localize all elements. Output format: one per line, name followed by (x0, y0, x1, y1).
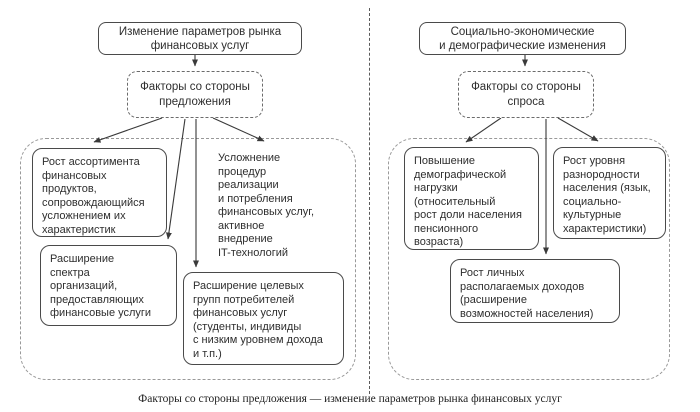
left-factor-box: Факторы со стороны предложения (127, 71, 263, 118)
demand-factors-container (388, 138, 670, 380)
figure-caption: Факторы со стороны предложения — изменен… (138, 393, 562, 405)
divider-line (369, 8, 370, 394)
right-root-box: Социально-экономические и демографически… (419, 22, 626, 55)
supply-item-target-groups: Расширение целевых групп потребителей фи… (183, 272, 344, 365)
demand-item-demographic-load: Повышение демографической нагрузки (отно… (404, 147, 539, 250)
left-root-box: Изменение параметров рынка финансовых ус… (98, 22, 302, 55)
supply-item-spectrum: Расширение спектра организаций, предоста… (40, 245, 177, 326)
right-factor-box: Факторы со стороны спроса (458, 71, 594, 118)
demand-item-income: Рост личных располагаемых доходов (расши… (450, 259, 620, 323)
supply-item-assortment: Рост ассортимента финансовых продуктов, … (32, 148, 167, 237)
supply-factors-container (20, 138, 356, 380)
demand-item-heterogeneity: Рост уровня разнородности населения (язы… (553, 147, 666, 239)
supply-item-complexity: Усложнение процедур реализации и потребл… (218, 152, 315, 259)
